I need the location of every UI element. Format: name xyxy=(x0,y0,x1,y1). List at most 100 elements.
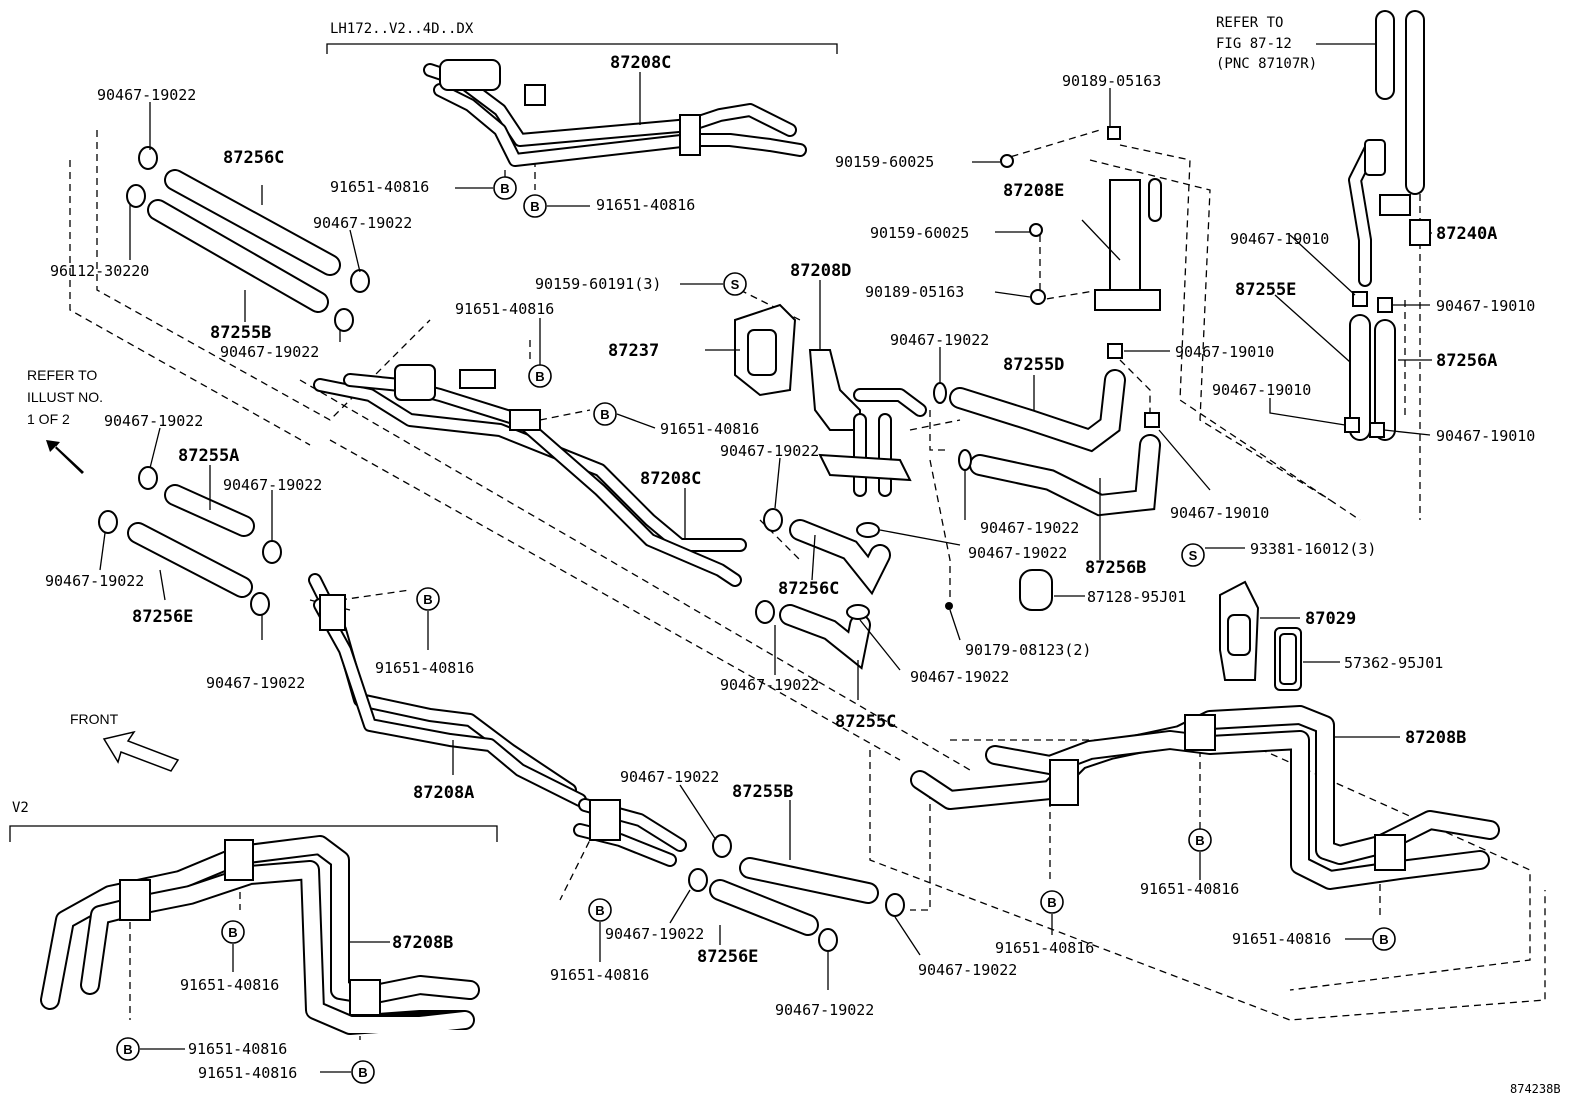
part-label: 87256B xyxy=(1085,558,1146,578)
refer-arrow-icon xyxy=(46,440,84,474)
svg-text:1 OF 2: 1 OF 2 xyxy=(27,411,70,427)
svg-text:B: B xyxy=(358,1065,367,1080)
svg-text:B: B xyxy=(595,903,604,918)
svg-text:FIG 87-12: FIG 87-12 xyxy=(1216,36,1292,52)
hose-87255C xyxy=(779,604,871,670)
part-label: 90189-05163 xyxy=(1062,72,1161,90)
svg-text:FRONT: FRONT xyxy=(70,711,119,727)
svg-text:B: B xyxy=(1047,895,1056,910)
part-label: 87240A xyxy=(1436,224,1497,244)
hose-87256E-left xyxy=(127,522,253,598)
leader-lines xyxy=(99,72,1432,1073)
part-label: 91651-40816 xyxy=(330,178,429,196)
part-label: 90467-19022 xyxy=(605,925,704,943)
part-label: 87128-95J01 xyxy=(1087,588,1186,606)
svg-text:(PNC 87107R): (PNC 87107R) xyxy=(1216,56,1317,72)
svg-text:B: B xyxy=(530,199,539,214)
bolt-symbol: B xyxy=(493,176,517,200)
front-arrow-icon xyxy=(102,730,180,772)
hose-87255B-left xyxy=(147,199,329,313)
part-label: 90467-19010 xyxy=(1212,381,1311,399)
svg-text:B: B xyxy=(228,925,237,940)
part-label: 87256E xyxy=(132,607,193,627)
bolt-symbol: B xyxy=(1372,927,1396,951)
part-label: 90467-19022 xyxy=(220,343,319,361)
part-label: 90467-19022 xyxy=(620,768,719,786)
pipe-87208C-middle xyxy=(313,364,747,587)
part-label: 91651-40816 xyxy=(550,966,649,984)
part-label: 87256E xyxy=(697,947,758,967)
svg-text:B: B xyxy=(1195,833,1204,848)
bolt-symbol: B xyxy=(416,587,440,611)
part-label: 90467-19010 xyxy=(1436,427,1535,445)
part-label: 90159-60025 xyxy=(870,224,969,242)
part-label: 87237 xyxy=(608,341,659,361)
part-label: 90189-05163 xyxy=(865,283,964,301)
screw-symbol: S xyxy=(1181,543,1205,567)
part-label: 91651-40816 xyxy=(188,1040,287,1058)
svg-text:ILLUST NO.: ILLUST NO. xyxy=(27,389,103,405)
part-label: 90467-19010 xyxy=(1230,230,1329,248)
part-label: 90159-60025 xyxy=(835,153,934,171)
hose-87255D xyxy=(949,369,1126,453)
part-label: 93381-16012(3) xyxy=(1250,540,1376,558)
part-label: 91651-40816 xyxy=(596,196,695,214)
bolt-symbol: B xyxy=(593,402,617,426)
hose-87255A xyxy=(164,484,255,537)
pipe-87208C-upper xyxy=(423,59,807,167)
part-label: 87255B xyxy=(210,323,271,343)
valve-87240A xyxy=(1348,10,1431,287)
part-label: 91651-40816 xyxy=(1232,930,1331,948)
part-label: 90467-19022 xyxy=(720,442,819,460)
front-indicator: FRONT xyxy=(70,711,180,772)
variant-label-top: LH172..V2..4D..DX xyxy=(330,21,474,37)
part-label: 91651-40816 xyxy=(995,939,1094,957)
cover-87029 xyxy=(1219,580,1260,681)
part-label: 90467-19022 xyxy=(775,1001,874,1019)
screw-symbol: S xyxy=(723,272,747,296)
bolt-symbol: B xyxy=(523,194,547,218)
part-label: 91651-40816 xyxy=(455,300,554,318)
part-label: 91651-40816 xyxy=(198,1064,297,1082)
svg-text:B: B xyxy=(123,1042,132,1057)
part-label: 91651-40816 xyxy=(375,659,474,677)
part-label: 90179-08123(2) xyxy=(965,641,1091,659)
bolt-symbol: B xyxy=(528,364,552,388)
part-label: 87208E xyxy=(1003,181,1064,201)
hose-87256E-lower xyxy=(709,879,819,936)
part-label: 91651-40816 xyxy=(1140,880,1239,898)
bolt-symbol: B xyxy=(1040,890,1064,914)
hose-87255B-lower xyxy=(739,857,879,904)
pipe-87208B-right xyxy=(910,705,1500,890)
part-label: 90467-19010 xyxy=(1170,504,1269,522)
part-label: 87208D xyxy=(790,261,851,281)
part-label: 90467-19022 xyxy=(223,476,322,494)
part-label: 90159-60191(3) xyxy=(535,275,661,293)
part-label: 91651-40816 xyxy=(180,976,279,994)
part-label: 90467-19022 xyxy=(980,519,1079,537)
svg-text:REFER TO: REFER TO xyxy=(27,367,97,383)
svg-text:B: B xyxy=(600,407,609,422)
part-label: 90467-19022 xyxy=(918,961,1017,979)
part-label: 90467-19022 xyxy=(97,86,196,104)
svg-text:B: B xyxy=(535,369,544,384)
part-label: 87256C xyxy=(223,148,284,168)
part-label: 87255B xyxy=(732,782,793,802)
hose-87256C-left xyxy=(164,169,341,276)
grommet-87128-95J01 xyxy=(1019,569,1053,611)
bolt-symbol: B xyxy=(588,898,612,922)
bolt-symbol: B xyxy=(351,1060,375,1084)
part-label: 90467-19022 xyxy=(968,544,1067,562)
part-label: 90467-19010 xyxy=(1175,343,1274,361)
part-label: 87255D xyxy=(1003,355,1064,375)
part-label: 87255A xyxy=(178,446,239,466)
junction-87208D xyxy=(808,349,927,497)
svg-text:S: S xyxy=(731,277,740,292)
hose-clamps xyxy=(98,126,1393,952)
pipe-87208A xyxy=(308,573,587,807)
svg-text:B: B xyxy=(1379,932,1388,947)
part-labels: 90467-19022 87256C 90467-19022 96112-302… xyxy=(45,53,1535,1082)
part-label: 57362-95J01 xyxy=(1344,654,1443,672)
part-label: 90467-19010 xyxy=(1436,297,1535,315)
